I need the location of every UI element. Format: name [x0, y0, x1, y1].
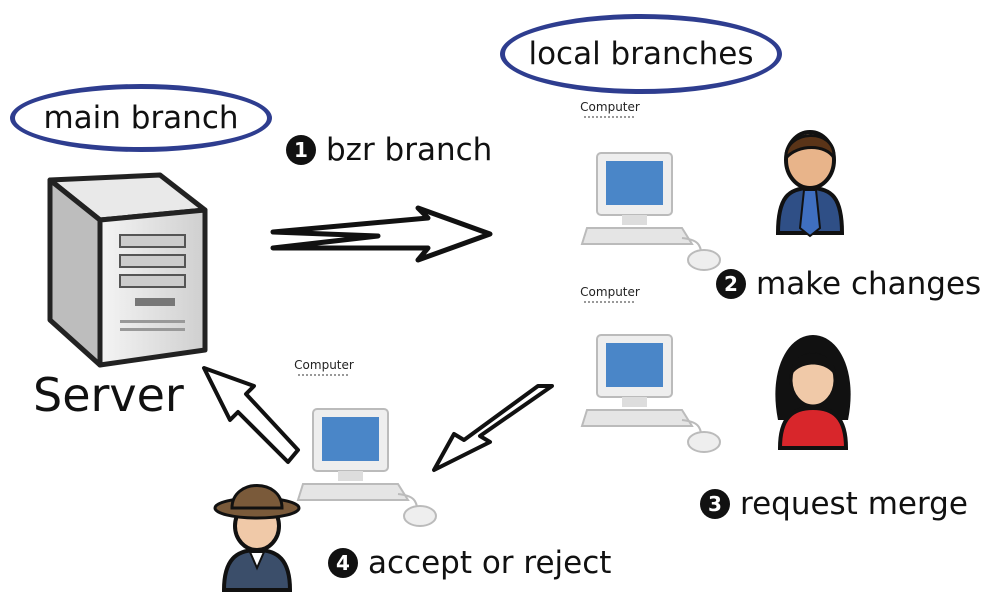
main-branch-text: main branch — [43, 100, 239, 136]
main-branch-label: main branch — [10, 84, 272, 152]
computer-caption-bottom: Computer — [284, 358, 364, 376]
step-3-text: request merge — [740, 486, 968, 522]
computer-caption-top: Computer — [570, 100, 650, 118]
step-4-number: 4 — [328, 548, 358, 578]
step-4-text: accept or reject — [368, 545, 612, 581]
step-1-number: 1 — [286, 135, 316, 165]
step-2-text: make changes — [756, 266, 982, 302]
lightning-arrow-icon-accept — [202, 366, 300, 464]
server-icon — [47, 172, 208, 368]
lightning-arrow-icon-branch — [270, 205, 493, 263]
step-1-text: bzr branch — [326, 132, 493, 168]
computer-icon-middle — [580, 334, 721, 453]
step-2-number: 2 — [716, 269, 746, 299]
user-female-icon — [775, 335, 851, 450]
local-branches-label: local branches — [500, 14, 782, 94]
step-3-number: 3 — [700, 489, 730, 519]
computer-icon-bottom — [296, 408, 437, 527]
local-branches-text: local branches — [528, 36, 754, 72]
computer-caption-middle: Computer — [570, 285, 650, 303]
step-3: 3 request merge — [700, 486, 968, 522]
computer-icon-top — [580, 152, 721, 271]
step-4: 4 accept or reject — [328, 545, 611, 581]
user-male-icon — [775, 130, 845, 238]
server-label: Server — [33, 368, 184, 422]
user-hat-icon — [213, 484, 301, 592]
lightning-arrow-icon-merge — [432, 384, 554, 472]
step-2: 2 make changes — [716, 266, 981, 302]
step-1: 1 bzr branch — [286, 132, 492, 168]
